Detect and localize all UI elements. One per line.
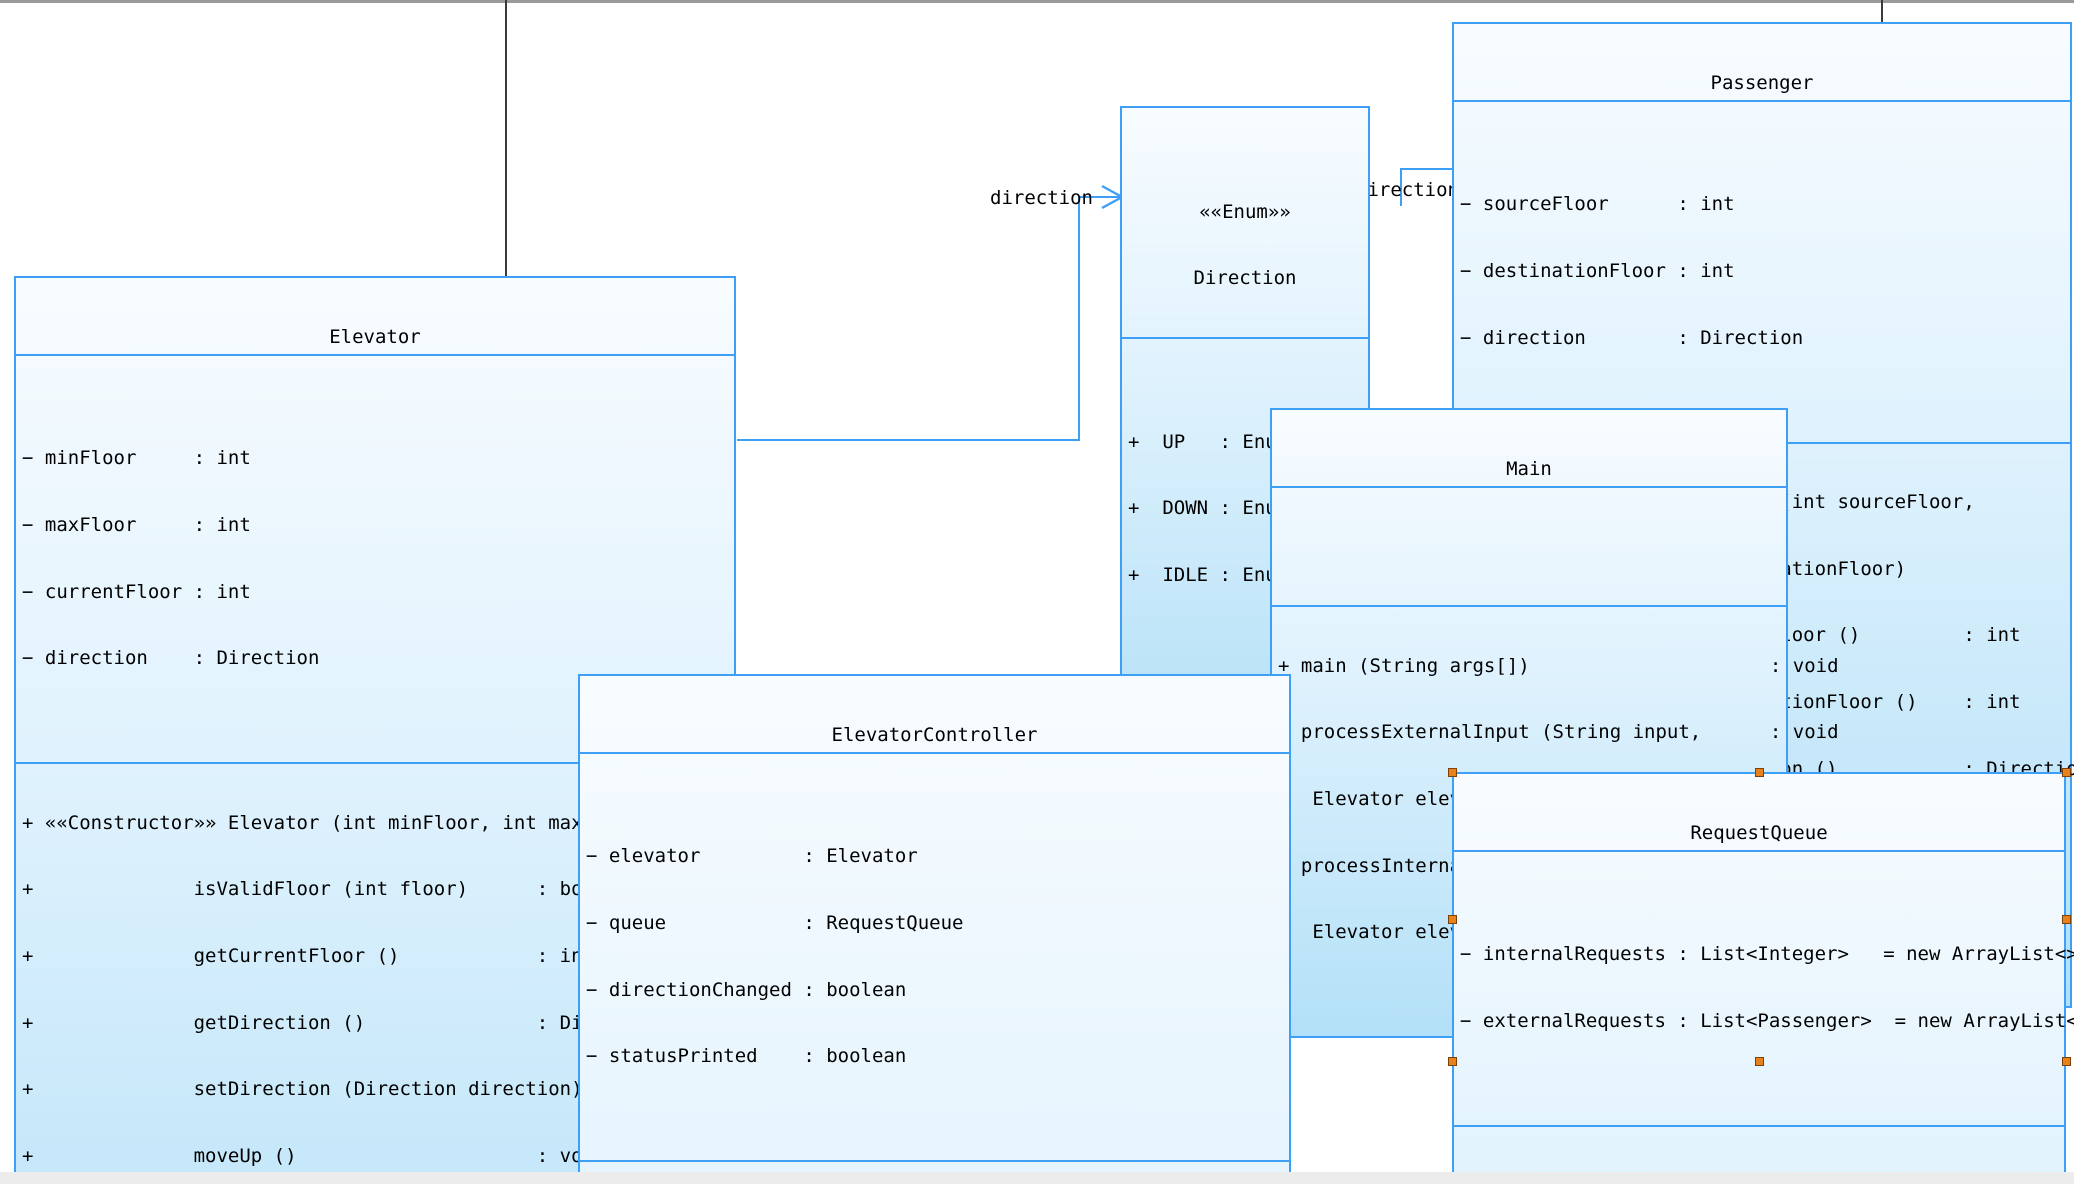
- class-box-elevator-controller[interactable]: ElevatorController − elevator : Elevator…: [578, 674, 1291, 1172]
- class-title-passenger: Passenger: [1454, 68, 2070, 102]
- connector-passenger-direction-vertical[interactable]: [1400, 168, 1402, 206]
- operation-row: + main (String args[]) : void: [1278, 654, 1839, 677]
- resize-handle-top-left[interactable]: [1448, 768, 1457, 777]
- attribute-row: − externalRequests : List<Passenger> = n…: [1460, 1010, 2074, 1033]
- attribute-row: − internalRequests : List<Integer> = new…: [1460, 943, 2074, 966]
- resize-handle-bottom-center[interactable]: [1755, 1057, 1764, 1066]
- class-attributes-request-queue: − internalRequests : List<Integer> = new…: [1454, 896, 2074, 1081]
- connector-label-elevator-direction: direction: [990, 187, 1093, 209]
- attribute-row: − minFloor : int: [22, 447, 251, 470]
- connector-elevator-direction-stub[interactable]: [1078, 196, 1120, 198]
- class-title-main: Main: [1272, 454, 1786, 488]
- resize-handle-middle-left[interactable]: [1448, 915, 1457, 924]
- resize-handle-top-right[interactable]: [2062, 768, 2071, 777]
- canvas-top-edge: [0, 0, 2074, 3]
- canvas-bottom-edge: [0, 1172, 2074, 1184]
- connector-elevator-direction-vertical[interactable]: [1078, 196, 1080, 441]
- class-operations-elevator-controller: + ««Constructor»» ElevatorController (El…: [580, 1160, 1289, 1172]
- attribute-row: − elevator : Elevator: [586, 845, 918, 868]
- attribute-row: − direction : Direction: [1460, 326, 1804, 349]
- attribute-row: − currentFloor : int: [22, 580, 251, 603]
- class-title-direction-enum: ««Enum»» Direction: [1122, 152, 1368, 340]
- class-attributes-elevator: − minFloor : int − maxFloor : int − curr…: [16, 400, 734, 718]
- stereotype-label: ««Enum»»: [1199, 200, 1291, 223]
- operation-row: − processExternalInput (String input, : …: [1278, 721, 1839, 744]
- resize-handle-middle-right[interactable]: [2062, 915, 2071, 924]
- class-title-request-queue: RequestQueue: [1454, 818, 2064, 852]
- operation-row: + setDirection (Direction direction) : v…: [22, 1078, 663, 1101]
- connector-label-passenger-direction: direction: [1356, 180, 1452, 200]
- class-title-elevator: Elevator: [16, 322, 734, 356]
- class-operations-request-queue: + addInternalRequest (int floor) : void …: [1454, 1125, 2064, 1172]
- class-attributes-passenger: − sourceFloor : int − destinationFloor :…: [1454, 146, 2070, 397]
- attribute-row: − queue : RequestQueue: [586, 912, 964, 935]
- class-attributes-elevator-controller: − elevator : Elevator − queue : RequestQ…: [580, 798, 1289, 1116]
- attribute-row: − statusPrinted : boolean: [586, 1045, 907, 1068]
- resize-handle-bottom-right[interactable]: [2062, 1057, 2071, 1066]
- enum-name-label: Direction: [1193, 267, 1297, 290]
- class-box-request-queue[interactable]: RequestQueue − internalRequests : List<I…: [1452, 772, 2074, 1172]
- class-title-elevator-controller: ElevatorController: [580, 720, 1289, 754]
- resize-handle-bottom-left[interactable]: [1448, 1057, 1457, 1066]
- class-attributes-main: [1272, 532, 1786, 561]
- connector-passenger-direction-horizontal[interactable]: [1400, 168, 1454, 170]
- attribute-row: − maxFloor : int: [22, 514, 251, 537]
- resize-handle-top-center[interactable]: [1755, 768, 1764, 777]
- attribute-row: − directionChanged : boolean: [586, 978, 907, 1001]
- attribute-row: − sourceFloor : int: [1460, 193, 1735, 216]
- attribute-row: − destinationFloor : int: [1460, 260, 1735, 283]
- connector-elevator-direction-horizontal[interactable]: [737, 439, 1080, 441]
- attribute-row: − direction : Direction: [22, 647, 320, 670]
